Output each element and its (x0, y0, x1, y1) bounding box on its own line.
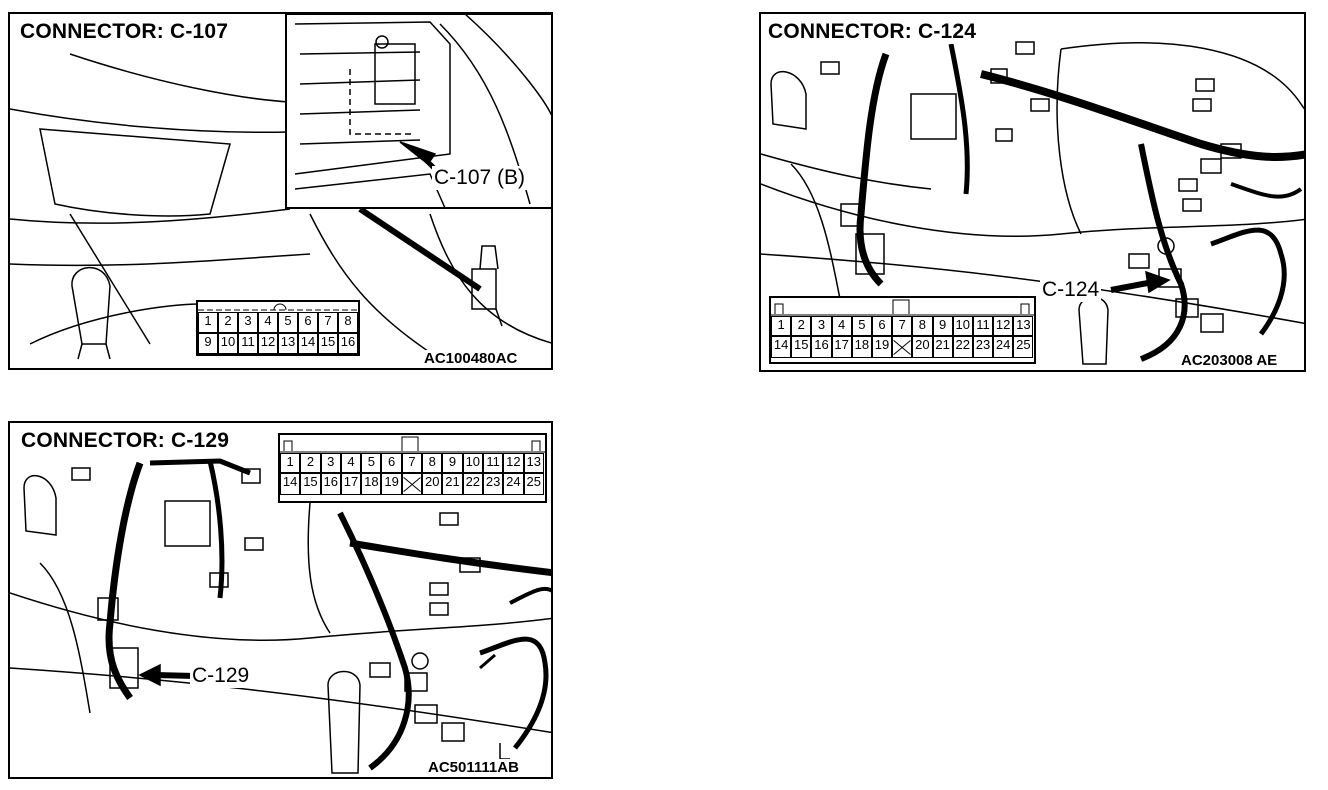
connector-callout-label: C-107 (B) (432, 166, 528, 190)
pin-cell: 4 (258, 312, 278, 333)
pin-cell: 15 (300, 473, 321, 495)
pin-cell: 17 (340, 473, 362, 495)
pin-cell: 5 (361, 453, 382, 473)
pin-cell: 2 (300, 453, 321, 473)
pin-cell: 7 (401, 453, 423, 473)
figure-code: AC100480AC (422, 350, 520, 367)
pin-cell: 6 (298, 312, 318, 333)
pin-cell: 13 (278, 333, 298, 354)
pin-cell: 6 (381, 453, 402, 473)
pin-cell: 2 (791, 316, 812, 336)
diagram-panel-c124: CONNECTOR: C-124 C-124 1 2 3 4 5 6 7 8 9… (759, 12, 1306, 372)
pin-cell: 19 (381, 473, 402, 495)
pin-cell: 13 (523, 453, 544, 473)
pin-row-bottom: 14 15 16 17 18 19 20 21 22 23 24 25 (280, 473, 545, 495)
pin-cell: 16 (811, 336, 832, 358)
connector-callout-label: C-129 (190, 664, 252, 688)
pin-cell: 9 (442, 453, 463, 473)
connector-title: CONNECTOR: C-129 (19, 429, 232, 453)
pin-cell: 6 (871, 316, 893, 336)
pin-cell: 20 (422, 473, 443, 495)
pin-cell: 15 (318, 333, 338, 354)
pin-cell-unused (401, 473, 423, 495)
pin-cell: 18 (851, 336, 872, 358)
pin-cell: 25 (523, 473, 544, 495)
pin-cell: 24 (993, 336, 1014, 358)
pin-cell: 18 (361, 473, 382, 495)
pin-cell: 12 (258, 333, 278, 354)
pin-row-top: 1 2 3 4 5 6 7 8 9 10 11 12 13 (280, 453, 545, 473)
pin-cell: 10 (952, 316, 973, 336)
pin-cell: 10 (218, 333, 238, 354)
pin-cell: 22 (952, 336, 973, 358)
pin-cell: 20 (912, 336, 933, 358)
connector-title: CONNECTOR: C-107 (18, 20, 231, 44)
pin-cell: 12 (503, 453, 524, 473)
pin-cell: 16 (338, 333, 358, 354)
pin-row-bottom: 14 15 16 17 18 19 20 21 22 23 24 25 (771, 336, 1034, 358)
pin-cell: 5 (278, 312, 298, 333)
pin-row-top: 1 2 3 4 5 6 7 8 (198, 312, 358, 333)
pin-cell: 15 (791, 336, 812, 358)
pin-cell: 11 (238, 333, 258, 354)
pin-cell: 9 (198, 333, 218, 354)
dashboard-illustration-c129 (10, 458, 551, 774)
pin-layout-c129: 1 2 3 4 5 6 7 8 9 10 11 12 13 14 15 16 1… (278, 433, 547, 503)
diagram-panel-c107: CONNECTOR: C-107 C-107 (B) 1 2 3 4 5 6 7… (8, 12, 553, 370)
pin-cell: 8 (422, 453, 443, 473)
pin-cell: 22 (462, 473, 483, 495)
pin-cell-unused (892, 336, 913, 358)
pin-cell: 8 (912, 316, 933, 336)
pin-layout-c107: 1 2 3 4 5 6 7 8 9 10 11 12 13 14 15 16 (196, 300, 360, 356)
figure-code: AC203008 AE (1179, 352, 1280, 369)
pin-cell: 12 (993, 316, 1014, 336)
pin-cell: 1 (771, 316, 792, 336)
pin-cell: 3 (320, 453, 341, 473)
pin-cell: 3 (811, 316, 832, 336)
connector-title: CONNECTOR: C-124 (766, 20, 979, 44)
figure-code: AC501111AB (426, 759, 521, 776)
pin-cell: 5 (851, 316, 872, 336)
pin-cell: 24 (503, 473, 524, 495)
connector-latch-icon (198, 303, 358, 311)
pin-cell: 8 (338, 312, 358, 333)
pin-cell: 4 (340, 453, 362, 473)
pin-row-top: 1 2 3 4 5 6 7 8 9 10 11 12 13 (771, 316, 1034, 336)
connector-callout-label: C-124 (1040, 278, 1102, 302)
pin-cell: 4 (831, 316, 852, 336)
pin-cell: 23 (972, 336, 994, 358)
pin-cell: 23 (482, 473, 504, 495)
pin-cell: 25 (1013, 336, 1034, 358)
pin-row-bottom: 9 10 11 12 13 14 15 16 (198, 333, 358, 354)
connector-latch-icon (771, 299, 1034, 316)
dashboard-illustration-c107 (10, 14, 551, 360)
diagram-panel-c129: CONNECTOR: C-129 C-129 1 2 3 4 5 6 7 8 9… (8, 421, 553, 779)
pin-cell: 14 (280, 473, 301, 495)
pin-cell: 19 (871, 336, 893, 358)
pin-cell: 11 (482, 453, 504, 473)
pin-cell: 2 (218, 312, 238, 333)
pin-cell: 1 (280, 453, 301, 473)
pin-cell: 11 (972, 316, 994, 336)
pin-cell: 9 (932, 316, 953, 336)
pin-cell: 7 (892, 316, 913, 336)
pin-cell: 16 (320, 473, 341, 495)
pin-cell: 7 (318, 312, 338, 333)
pin-layout-c124: 1 2 3 4 5 6 7 8 9 10 11 12 13 14 15 16 1… (769, 296, 1036, 364)
connector-latch-icon (280, 436, 545, 453)
pin-cell: 17 (831, 336, 852, 358)
pin-cell: 14 (298, 333, 318, 354)
pin-cell: 1 (198, 312, 218, 333)
pin-cell: 21 (442, 473, 463, 495)
pin-cell: 21 (932, 336, 953, 358)
pin-cell: 3 (238, 312, 258, 333)
pin-cell: 13 (1013, 316, 1034, 336)
pin-cell: 10 (462, 453, 483, 473)
pin-cell: 14 (771, 336, 792, 358)
